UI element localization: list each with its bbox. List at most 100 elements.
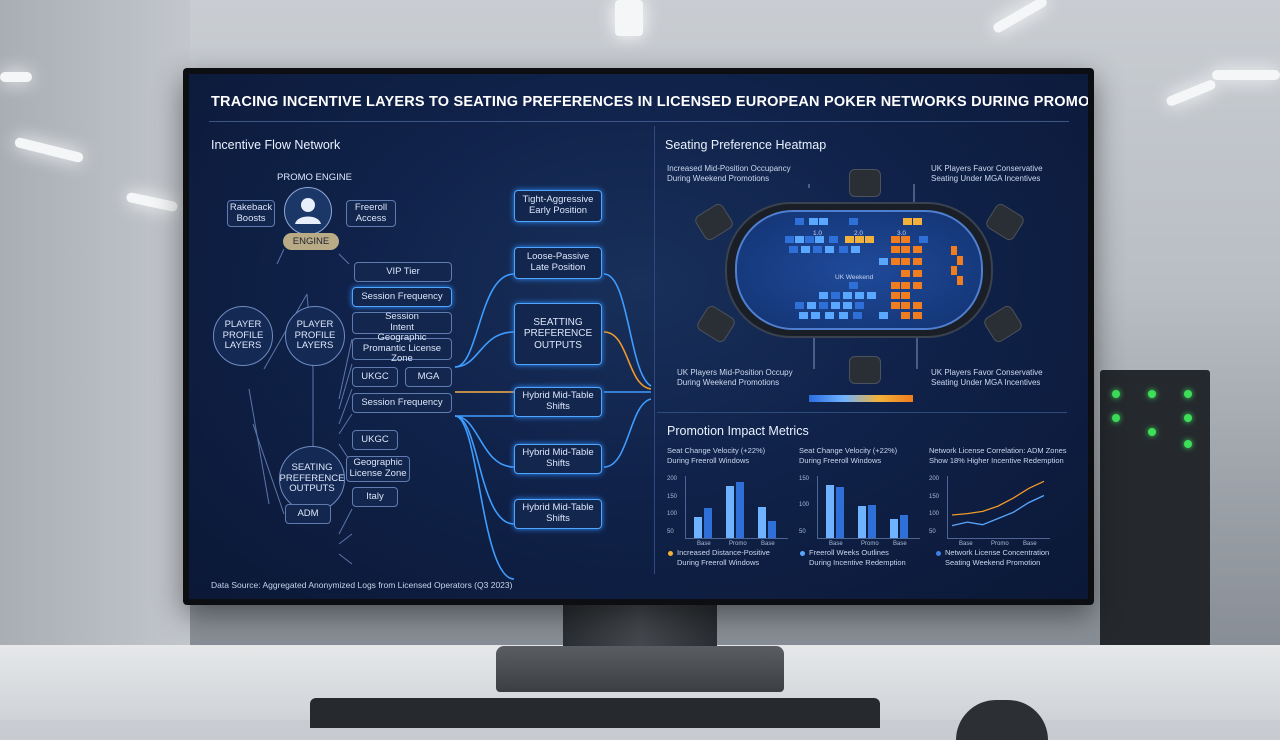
player-profile-mid[interactable]: PLAYER PROFILE LAYERS — [285, 306, 345, 366]
ukgc-node[interactable]: UKGC — [352, 367, 398, 387]
x-tick-label: Base — [893, 541, 907, 547]
line-chart-svg — [951, 480, 1045, 527]
heatmap-cell — [815, 236, 824, 243]
monitor-stand-base — [496, 646, 784, 692]
geographic-license-node[interactable]: Geographic License Zone — [346, 456, 410, 482]
ukgc-node-2[interactable]: UKGC — [352, 430, 398, 450]
session-frequency-node-2[interactable]: Session Frequency — [352, 393, 452, 413]
heatmap-cell — [849, 282, 858, 289]
heatmap-cell — [825, 312, 834, 319]
heatmap-cell — [913, 302, 922, 309]
heatmap-cell — [891, 236, 900, 243]
y-tick-label: 50 — [799, 528, 806, 535]
x-tick-label: Base — [829, 541, 843, 547]
bar — [768, 521, 776, 538]
chart-plot-area — [817, 476, 920, 539]
heatmap-cell — [807, 302, 816, 309]
y-tick-label: 150 — [799, 476, 810, 482]
output-loose-passive[interactable]: Loose-Passive Late Position — [514, 247, 602, 279]
heatmap-cell — [819, 302, 828, 309]
heatmap-cell — [819, 218, 828, 225]
heatmap-cell — [901, 312, 910, 319]
poker-table-felt — [735, 210, 983, 330]
bar — [704, 508, 712, 538]
heatmap-cell — [957, 256, 963, 265]
bar — [826, 484, 834, 538]
title-divider — [209, 121, 1069, 122]
legend-dot-orange — [668, 551, 673, 556]
panel-divider — [657, 412, 1067, 413]
vip-tier-node[interactable]: VIP Tier — [354, 262, 452, 282]
ceiling-light — [991, 0, 1049, 35]
heatmap-cell — [901, 258, 910, 265]
heatmap-cell — [843, 292, 852, 299]
keyboard — [310, 698, 880, 728]
heatmap-cell — [919, 236, 928, 243]
heatmap-cell — [865, 236, 874, 243]
heatmap-cell — [913, 270, 922, 277]
engine-pill[interactable]: ENGINE — [283, 233, 339, 250]
heatmap-center-label: UK Weekend — [835, 274, 874, 281]
heatmap-cell — [901, 246, 910, 253]
x-tick-label: Promo — [991, 541, 1009, 547]
x-tick-label: Base — [761, 541, 775, 547]
heatmap-cell — [913, 218, 922, 225]
x-tick-label: Promo — [861, 541, 879, 547]
freeroll-node[interactable]: Freeroll Access — [346, 200, 396, 227]
output-hybrid-1[interactable]: Hybrid Mid-Table Shifts — [514, 387, 602, 417]
adm-node[interactable]: ADM — [285, 504, 331, 524]
heatmap-cell — [853, 312, 862, 319]
heatmap-cell — [891, 282, 900, 289]
mga-node[interactable]: MGA — [405, 367, 452, 387]
seat-bottom[interactable] — [849, 356, 881, 384]
geographic-zone-node[interactable]: Geographic Promantic License Zone — [352, 332, 452, 364]
heatmap-cell — [901, 282, 910, 289]
y-tick-label: 200 — [929, 476, 940, 482]
bar — [858, 505, 866, 538]
heatmap-annotation-bottom-left: UK Players Mid-Position Occupy During We… — [677, 368, 793, 388]
output-seating-preference[interactable]: SEATTING PREFERENCE OUTPUTS — [514, 303, 602, 365]
player-profile-left[interactable]: PLAYER PROFILE LAYERS — [213, 306, 273, 366]
heatmap-annotation-bottom-right: UK Players Favor Conservative Seating Un… — [931, 368, 1043, 388]
seat-top-left[interactable] — [849, 169, 881, 197]
promo-engine-avatar[interactable] — [284, 187, 332, 235]
seating-outputs-left[interactable]: SEATING PREFERENCE OUTPUTS — [279, 446, 345, 512]
bar — [836, 486, 844, 538]
metric-caption-3: Network License Correlation: ADM Zones S… — [929, 446, 1067, 465]
output-hybrid-2[interactable]: Hybrid Mid-Table Shifts — [514, 444, 602, 474]
metric-caption-2: Seat Change Velocity (+22%) During Freer… — [799, 446, 898, 465]
heatmap-cell — [795, 302, 804, 309]
italy-node[interactable]: Italy — [352, 487, 398, 507]
monitor: TRACING INCENTIVE LAYERS TO SEATING PREF… — [183, 68, 1094, 605]
heatmap-cell — [901, 292, 910, 299]
heatmap-cell — [839, 246, 848, 253]
heatmap-section-title: Seating Preference Heatmap — [665, 138, 827, 152]
heatmap-col-label: 1.0 — [813, 230, 823, 237]
y-tick-label: 200 — [667, 476, 678, 482]
series-line — [951, 480, 1045, 516]
heatmap-cell — [913, 312, 922, 319]
dashboard-title: TRACING INCENTIVE LAYERS TO SEATING PREF… — [211, 94, 1088, 110]
heatmap-cell — [879, 312, 888, 319]
metric-legend-1: Increased Distance-Positive During Freer… — [668, 548, 770, 568]
output-hybrid-3[interactable]: Hybrid Mid-Table Shifts — [514, 499, 602, 529]
session-frequency-node[interactable]: Session Frequency — [352, 287, 452, 307]
ceiling-light — [615, 0, 643, 36]
heatmap-cell — [801, 246, 810, 253]
output-tight-aggressive[interactable]: Tight-Aggressive Early Position — [514, 190, 602, 222]
heatmap-cell — [799, 312, 808, 319]
y-tick-label: 150 — [929, 493, 940, 500]
server-rack — [1100, 370, 1210, 660]
ceiling-light — [1165, 78, 1217, 108]
heatmap-cell — [913, 258, 922, 265]
y-tick-label: 100 — [929, 511, 940, 518]
rakeback-node[interactable]: Rakeback Boosts — [227, 200, 275, 227]
legend-dot-blue — [800, 551, 805, 556]
heatmap-cell — [811, 312, 820, 319]
chart-plot-area — [685, 476, 788, 539]
x-tick-label: Base — [1023, 541, 1037, 547]
y-tick-label: 100 — [667, 511, 678, 518]
